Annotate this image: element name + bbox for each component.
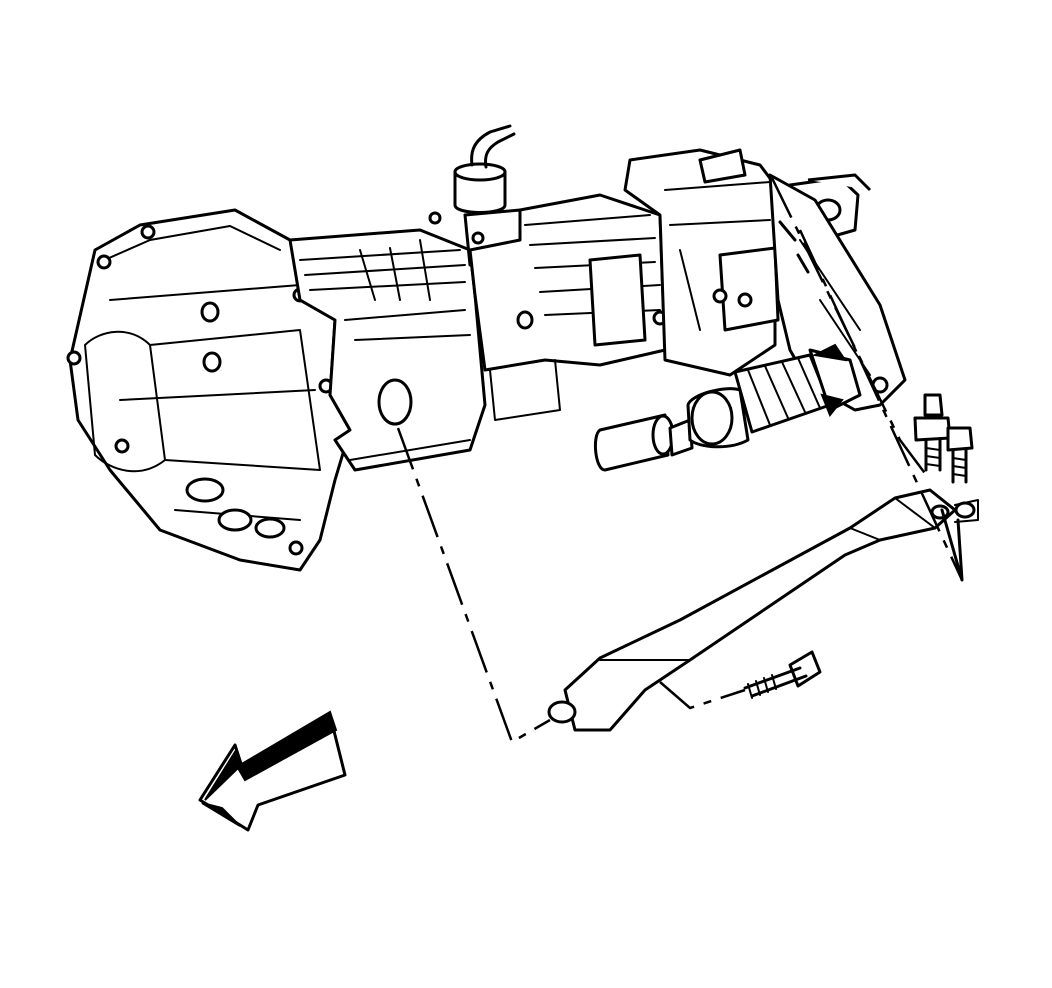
gearbox-mid-case <box>468 193 668 421</box>
bolt-lower <box>743 650 822 699</box>
front-direction-arrow-icon <box>198 710 347 832</box>
assembly-leader-lines <box>396 177 964 744</box>
stud-bolt-upper-left <box>913 393 952 472</box>
clutch-fork-lever <box>547 488 979 732</box>
clutch-slave-cylinder <box>593 343 862 472</box>
bolt-upper-right <box>946 426 974 484</box>
tail-housing <box>623 148 780 377</box>
